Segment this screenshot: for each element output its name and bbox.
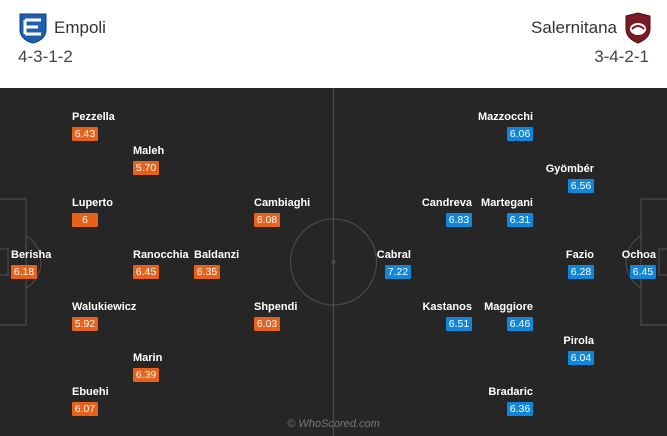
player-rating: 6.35 — [194, 265, 220, 279]
player-name: Cambiaghi — [254, 197, 311, 209]
player-name: Candreva — [421, 197, 472, 209]
player-rating: 6.08 — [254, 213, 280, 227]
player-rating: 6.06 — [507, 127, 533, 141]
away-team-name[interactable]: Salernitana — [530, 18, 617, 37]
player-name: Gyömbér — [545, 163, 594, 175]
player-name: Mazzocchi — [477, 111, 533, 123]
home-team-name[interactable]: Empoli — [54, 18, 106, 37]
player-name: Ebuehi — [72, 386, 109, 398]
player-rating: 7.22 — [385, 265, 411, 279]
player-name: Bradaric — [488, 386, 533, 398]
player-name: Maleh — [133, 145, 165, 157]
player-name: Pirola — [563, 335, 594, 347]
player-name: Cabral — [376, 249, 411, 261]
player-name: Shpendi — [254, 301, 298, 313]
player-name: Ochoa — [621, 249, 656, 261]
player-name: Walukiewicz — [72, 301, 137, 313]
player-name: Ranocchia — [133, 249, 189, 261]
pitch: Berisha 6.18 Pezzella 6.43 Luperto 6 Wal… — [0, 88, 667, 436]
player-name: Maggiore — [484, 301, 533, 313]
player-rating: 6.83 — [446, 213, 472, 227]
home-formation: 4-3-1-2 — [18, 47, 73, 66]
player-name: Pezzella — [72, 111, 115, 123]
player-rating: 5.70 — [133, 161, 159, 175]
player-rating: 6.31 — [507, 213, 533, 227]
player-rating: 6.07 — [72, 402, 98, 416]
player-rating: 6.28 — [568, 265, 594, 279]
player-name: Marin — [133, 352, 163, 364]
player-rating: 6.39 — [133, 368, 159, 382]
match-header: Empoli 4-3-1-2 Salernitana 3-4-2-1 — [0, 0, 667, 88]
player-name: Berisha — [11, 249, 52, 261]
player-rating: 6.04 — [568, 351, 594, 365]
player-rating: 6 — [72, 213, 98, 227]
player-rating: 5.92 — [72, 317, 98, 331]
empoli-crest-icon — [19, 13, 47, 44]
player-name: Kastanos — [422, 301, 472, 313]
player-rating: 6.46 — [507, 317, 533, 331]
player-name: Baldanzi — [194, 249, 240, 261]
watermark: © WhoScored.com — [287, 418, 380, 430]
player-rating: 6.45 — [133, 265, 159, 279]
salernitana-crest-icon — [625, 12, 651, 44]
player-name: Fazio — [565, 249, 594, 261]
player-rating: 6.45 — [630, 265, 656, 279]
player-rating: 6.56 — [568, 179, 594, 193]
player-name: Luperto — [72, 197, 113, 209]
player-rating: 6.18 — [11, 265, 37, 279]
pitch-lines — [0, 88, 667, 436]
player-rating: 6.36 — [507, 402, 533, 416]
player-name: Martegani — [481, 197, 533, 209]
away-formation: 3-4-2-1 — [594, 47, 649, 66]
player-rating: 6.03 — [254, 317, 280, 331]
player-rating: 6.43 — [72, 127, 98, 141]
player-rating: 6.51 — [446, 317, 472, 331]
